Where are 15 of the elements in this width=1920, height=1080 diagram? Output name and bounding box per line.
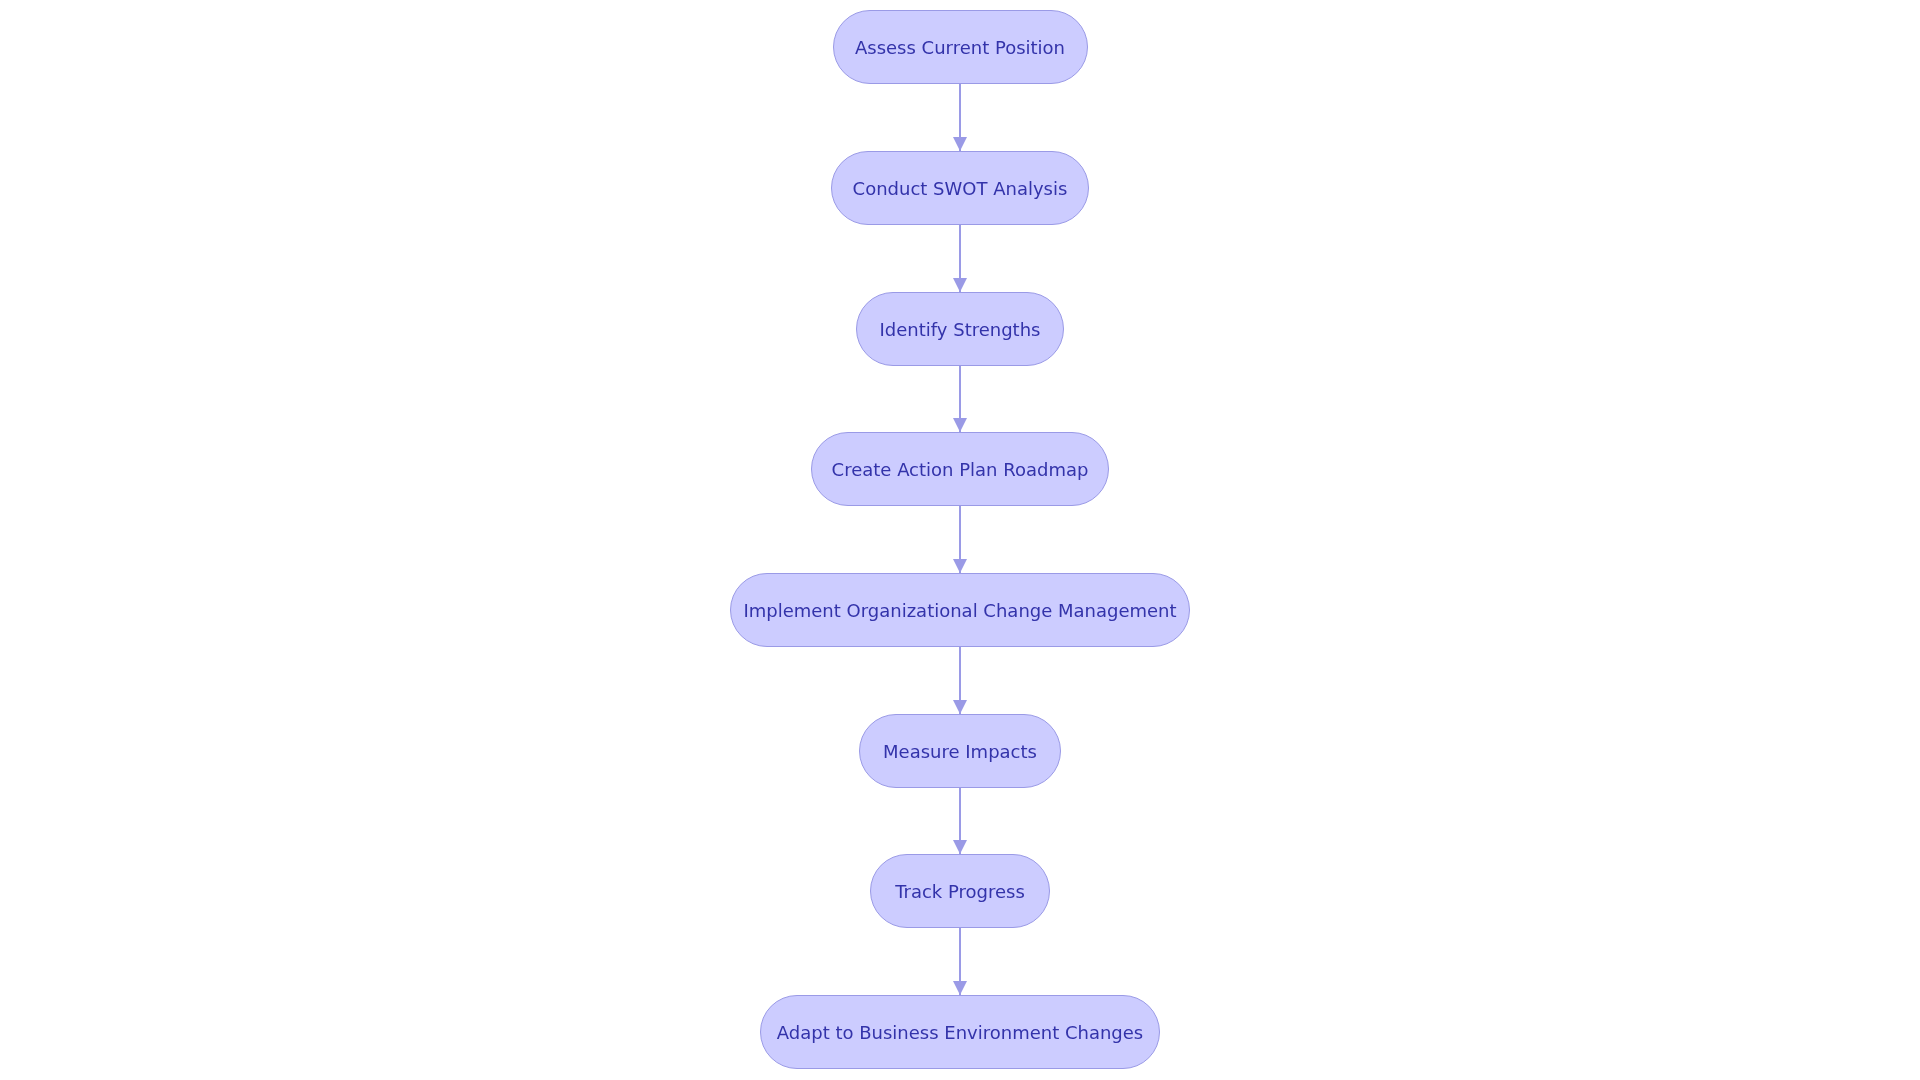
arrow bbox=[953, 787, 967, 855]
arrow bbox=[953, 505, 967, 574]
step-label: Conduct SWOT Analysis bbox=[852, 177, 1068, 199]
step-label: Adapt to Business Environment Changes bbox=[776, 1021, 1144, 1043]
step-label: Track Progress bbox=[895, 880, 1025, 902]
arrow bbox=[953, 365, 967, 433]
arrow bbox=[953, 927, 967, 996]
step-label: Create Action Plan Roadmap bbox=[831, 458, 1089, 480]
arrow bbox=[953, 224, 967, 293]
step-label: Identify Strengths bbox=[879, 318, 1041, 340]
arrow bbox=[953, 646, 967, 715]
arrow bbox=[953, 83, 967, 152]
step-label: Implement Organizational Change Management bbox=[743, 599, 1177, 621]
step-label: Assess Current Position bbox=[854, 36, 1065, 58]
step-label: Measure Impacts bbox=[883, 740, 1037, 762]
